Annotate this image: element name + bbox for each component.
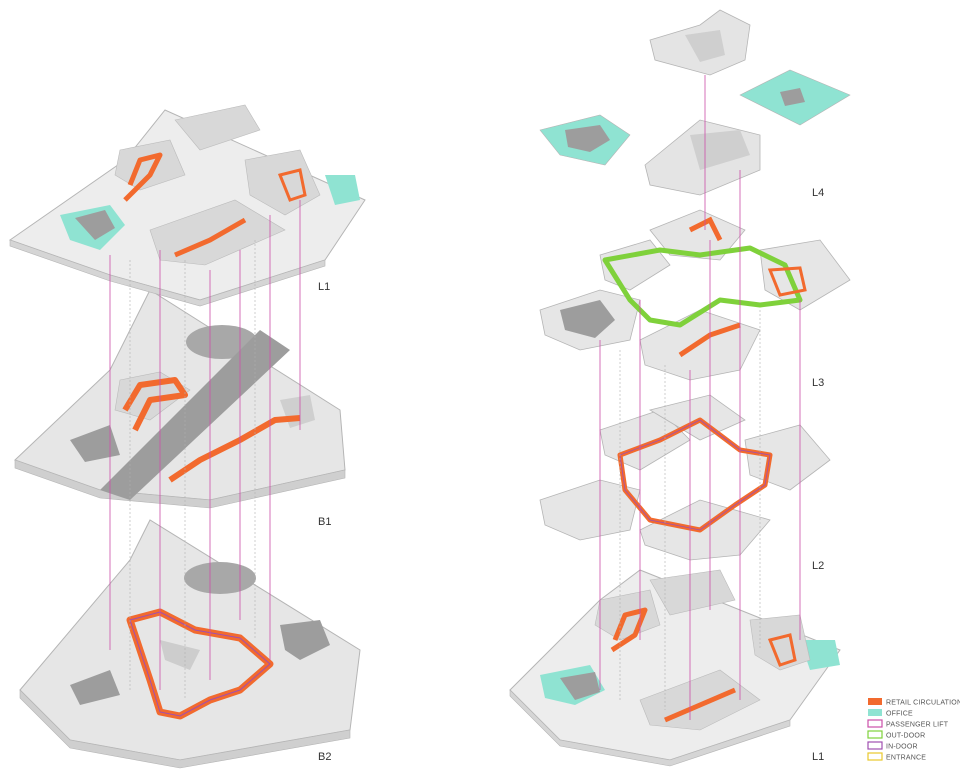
level-label-right-3: L1 [812, 751, 824, 763]
legend-swatch-office [868, 709, 882, 716]
slab-l1-left [8, 104, 366, 307]
level-label-left-0: L1 [318, 281, 330, 293]
right-stack: L4 L3 L2 L1 [509, 9, 851, 767]
slab-l3 [539, 209, 851, 381]
legend-swatch-outdoor [867, 730, 883, 739]
right-lift-lines [599, 75, 801, 720]
level-label-left-1: B1 [318, 516, 331, 528]
legend-swatch-indoor [867, 741, 883, 750]
level-label-right-2: L2 [812, 560, 824, 572]
legend-label-office: OFFICE [886, 711, 913, 718]
l3-outdoor-loop [602, 245, 803, 328]
left-lift-lines [109, 200, 301, 690]
slab-l4 [539, 9, 851, 196]
legend-label-outdoor: OUT-DOOR [886, 733, 925, 740]
legend: RETAIL CIRCULATION OFFICE PASSENGER LIFT OU… [867, 698, 960, 762]
l3-retail-a [688, 216, 723, 242]
level-label-right-0: L4 [812, 187, 824, 199]
right-dash-lines [619, 310, 761, 710]
level-label-left-2: B2 [318, 751, 331, 763]
legend-label-lift: PASSENGER LIFT [886, 722, 949, 729]
l1-retail-right-b [664, 687, 736, 723]
b1-street [100, 330, 290, 500]
l1-retail-left-a [123, 152, 163, 202]
l1-retail-right-a [610, 607, 648, 653]
legend-swatch-lift [867, 719, 883, 728]
legend-swatch-retail [868, 698, 882, 705]
slab-b1 [14, 289, 346, 509]
left-dash-lines [129, 240, 256, 700]
legend-label-entrance: ENTRANCE [886, 755, 926, 762]
slab-l2 [539, 394, 831, 561]
level-label-right-1: L3 [812, 377, 824, 389]
l1-retail-left-b [174, 217, 247, 258]
legend-swatch-entrance [867, 752, 883, 761]
b2-void [184, 562, 256, 594]
left-stack: L1 B1 B2 [8, 104, 366, 769]
legend-label-retail: RETAIL CIRCULATION [886, 700, 960, 707]
slab-b2 [19, 519, 361, 769]
slab-l1-right [509, 569, 841, 767]
legend-label-indoor: IN-DOOR [886, 744, 918, 751]
b1-retail-a [122, 377, 188, 432]
